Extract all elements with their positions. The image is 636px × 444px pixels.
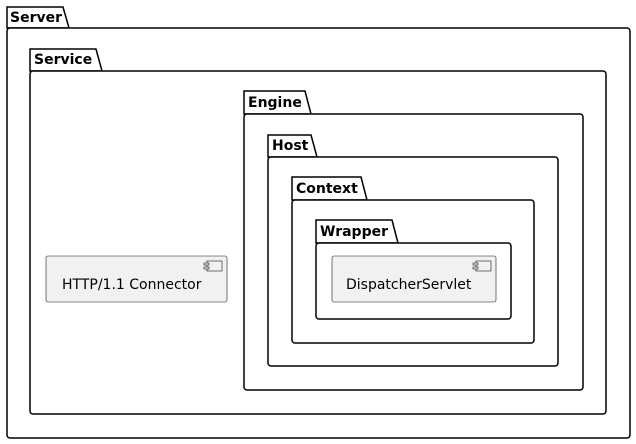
component-http-connector-box [45, 255, 228, 303]
package-service-label: Service [34, 52, 92, 68]
component-dispatcher-servlet-label: DispatcherServlet [346, 277, 472, 293]
component-http-connector-label: HTTP/1.1 Connector [62, 277, 202, 293]
component-icon [472, 260, 492, 272]
package-host-label: Host [272, 138, 309, 154]
package-engine-label: Engine [248, 95, 302, 111]
package-context-label: Context [296, 181, 358, 197]
package-server-label: Server [10, 10, 62, 26]
component-icon [203, 260, 223, 272]
component-dispatcher-servlet-box [331, 255, 497, 303]
component-http-connector: HTTP/1.1 Connector [45, 255, 228, 303]
component-dispatcher-servlet: DispatcherServlet [331, 255, 497, 303]
package-wrapper-label: Wrapper [320, 224, 388, 240]
